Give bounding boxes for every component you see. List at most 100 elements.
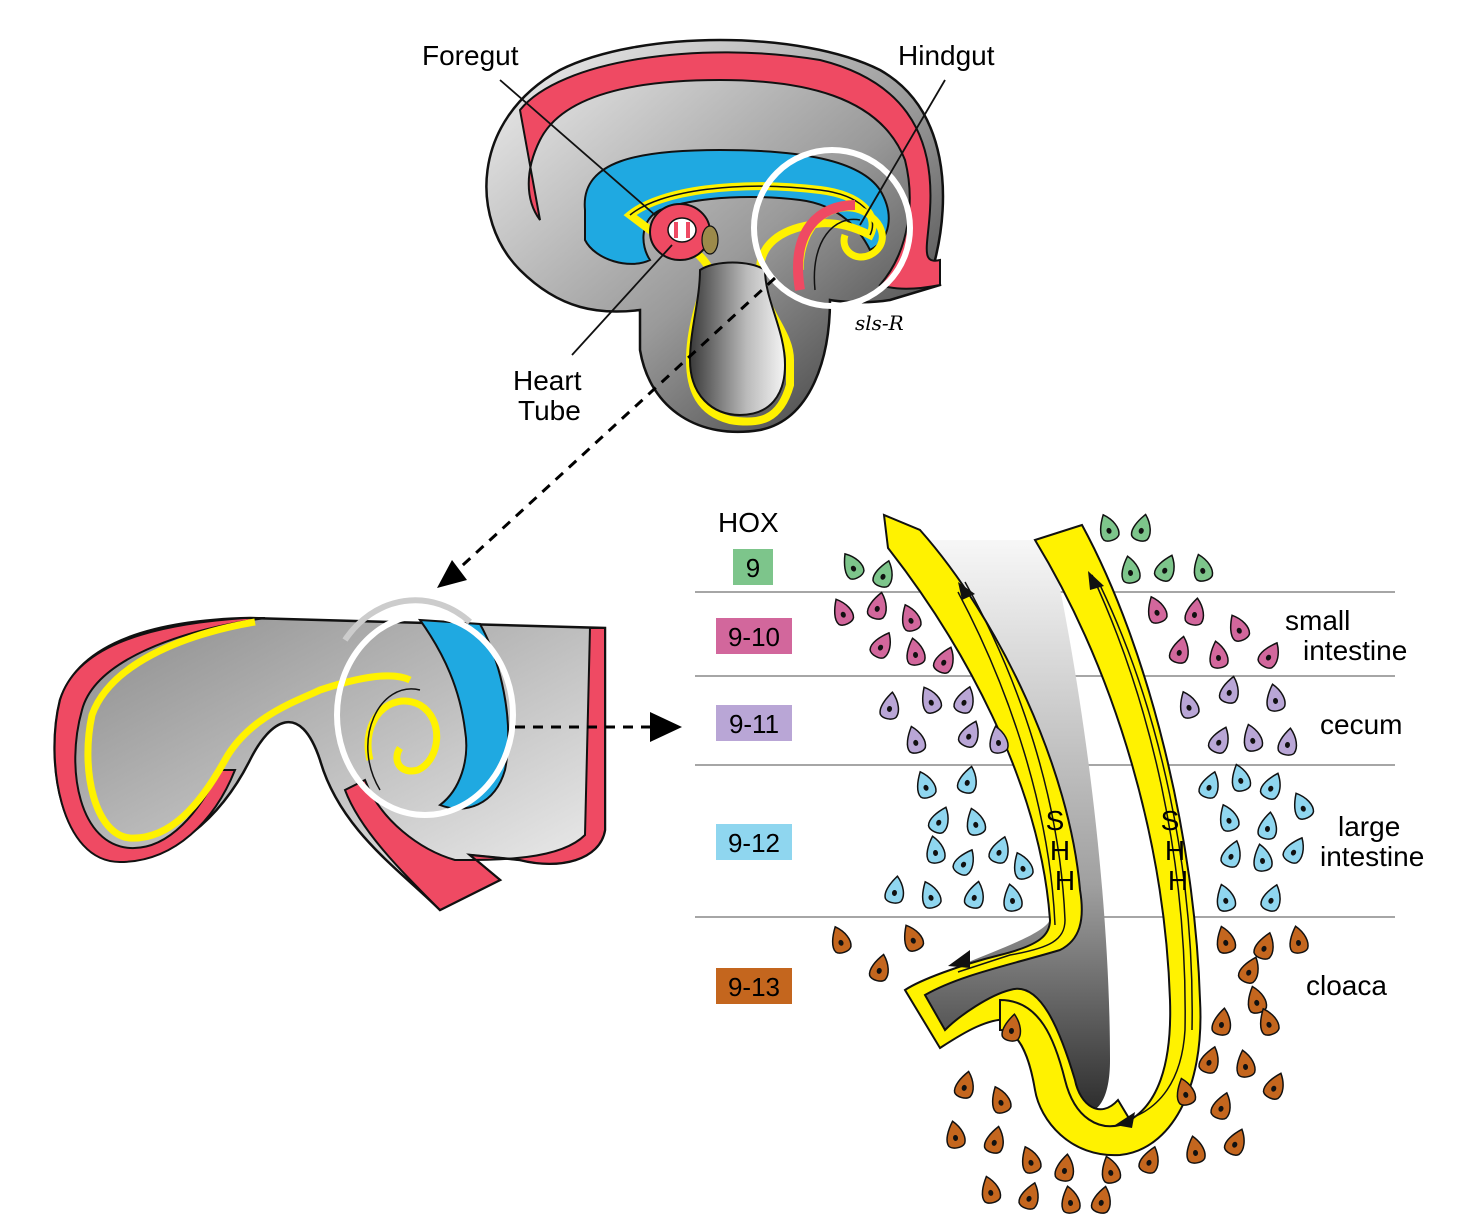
mesenchyme-cell <box>1061 1185 1081 1214</box>
mesenchyme-cell <box>1216 883 1237 912</box>
region-label: small <box>1285 605 1350 636</box>
mesenchyme-cell <box>1176 1077 1197 1106</box>
closeup-highlight-ellipse <box>334 612 516 818</box>
mesenchyme-cell <box>1186 1135 1206 1164</box>
mesenchyme-cell <box>957 720 979 748</box>
mesenchyme-cell <box>1099 513 1120 542</box>
closeup-endoderm-layer <box>84 618 412 842</box>
shh-signal-line-right-inner <box>1099 584 1193 1031</box>
mesenchyme-cell <box>1018 1181 1039 1210</box>
mesenchyme-cell <box>1054 1153 1075 1182</box>
mesenchyme-cell <box>916 770 937 799</box>
hox-header: HOX <box>718 507 779 538</box>
mesenchyme-cell <box>866 591 887 620</box>
mesenchyme-cell <box>952 848 974 876</box>
mesenchyme-cell <box>981 1175 1002 1204</box>
mesenchyme-cell <box>906 725 927 754</box>
mesenchyme-cell <box>953 1070 974 1099</box>
mesenchyme-cell <box>1147 595 1168 624</box>
mesenchyme-cell <box>1198 770 1219 799</box>
shh-arrowhead-down-right <box>1115 1112 1135 1128</box>
closeup-right-wall <box>343 627 606 912</box>
mesenchyme-cell <box>1198 1045 1219 1074</box>
mesenchyme-cell <box>1237 956 1259 984</box>
mesenchyme-cell <box>1090 1185 1111 1214</box>
hindgut-curl <box>793 200 886 291</box>
mesenchyme-cell <box>1013 851 1034 880</box>
closeup-inner-curl <box>364 697 441 775</box>
hox-badge-bg <box>716 824 792 860</box>
mesenchyme-cell <box>1101 1155 1122 1184</box>
mesenchyme-cell <box>988 835 1009 864</box>
hox-panel: HOX 9 9-10 9-11 9-12 9-13 small intesti <box>695 507 1424 1214</box>
mesenchyme-cell <box>1243 723 1264 752</box>
shh-letter: H <box>1165 835 1185 866</box>
mesenchyme-cell <box>1209 640 1229 669</box>
mesenchyme-cell <box>1216 925 1237 954</box>
mesenchyme-cell <box>1262 1072 1284 1100</box>
mesenchyme-cell <box>983 1125 1004 1154</box>
hox-badge-9-13: 9-13 <box>716 968 792 1004</box>
mesenchyme-cell <box>946 1120 966 1149</box>
mesenchyme-cell <box>1184 597 1205 626</box>
mesenchyme-cell <box>1179 690 1200 719</box>
hindgut-closeup <box>53 597 607 912</box>
mesenchyme-cell <box>991 1085 1012 1114</box>
mesenchyme-cell <box>869 631 891 659</box>
mesenchyme-cell <box>1219 803 1240 832</box>
mesenchyme-cell <box>1229 614 1251 642</box>
mesenchyme-cell <box>903 924 925 952</box>
hox-code: 9-12 <box>728 828 780 858</box>
hox-badge-bg <box>716 968 792 1004</box>
mesenchyme-cell <box>906 637 926 666</box>
mesenchyme-cell <box>1003 883 1023 912</box>
artist-signature: sls-R <box>855 311 904 335</box>
mesenchyme-cell <box>884 875 905 904</box>
mesenchyme-cell <box>1247 985 1268 1014</box>
mesenchyme-cell <box>1260 883 1281 912</box>
hox-badge-bg <box>716 705 792 741</box>
mesenchyme-cell <box>1193 553 1214 582</box>
mesenchyme-cell <box>927 806 949 834</box>
mesenchyme-cell <box>1253 931 1274 960</box>
foregut-leader-line <box>499 79 656 216</box>
heart-tube-label-line1: Heart <box>513 365 582 396</box>
mesenchyme-cell <box>1210 1091 1231 1120</box>
mesenchyme-cell <box>966 807 987 836</box>
mesenchyme-cell <box>1282 836 1304 864</box>
hox-code: 9-11 <box>729 709 779 739</box>
closeup-ectoderm-layer <box>53 617 266 864</box>
shh-letter: H <box>1055 865 1075 896</box>
zoom-arrow-2-head <box>650 712 682 742</box>
hox-badge-9: 9 <box>733 549 773 585</box>
shh-arrowhead-up-right <box>1088 571 1104 590</box>
heart-tube-label-line2: Tube <box>518 395 581 426</box>
hox-code: 9 <box>746 553 760 583</box>
mesenchyme-cells <box>831 513 1315 1214</box>
mesenchyme-cell <box>1220 839 1241 868</box>
hox-badge-9-11: 9-11 <box>716 705 792 741</box>
mesenchyme-cell <box>1223 1128 1245 1156</box>
mesenchyme-cell <box>1266 683 1286 712</box>
shh-arrowhead-down-left <box>948 950 970 968</box>
mesenchyme-cell <box>921 880 942 909</box>
heart-tube <box>649 203 719 261</box>
shh-letter: S <box>1046 805 1065 836</box>
shh-label-right: S H H <box>1161 805 1188 896</box>
mesenchyme-cell <box>921 686 943 714</box>
mesenchyme-cell <box>989 725 1009 754</box>
mesenchyme-cell <box>879 691 900 720</box>
mesenchyme-cell <box>932 646 954 674</box>
gut-tube-left-wall <box>882 513 1132 1134</box>
region-label: large <box>1338 811 1400 842</box>
hindgut-highlight-circle <box>751 147 913 309</box>
mesenchyme-cell <box>1153 554 1175 582</box>
mesenchyme-cell <box>872 559 893 588</box>
hox-badge-bg <box>716 618 792 654</box>
hindgut-label: Hindgut <box>898 40 995 71</box>
mesenchyme-cell <box>1138 1145 1159 1174</box>
hox-badge-bg <box>733 549 773 585</box>
shh-signal-line-left-inner <box>957 591 1056 926</box>
closeup-mesoderm-layer <box>417 618 510 810</box>
